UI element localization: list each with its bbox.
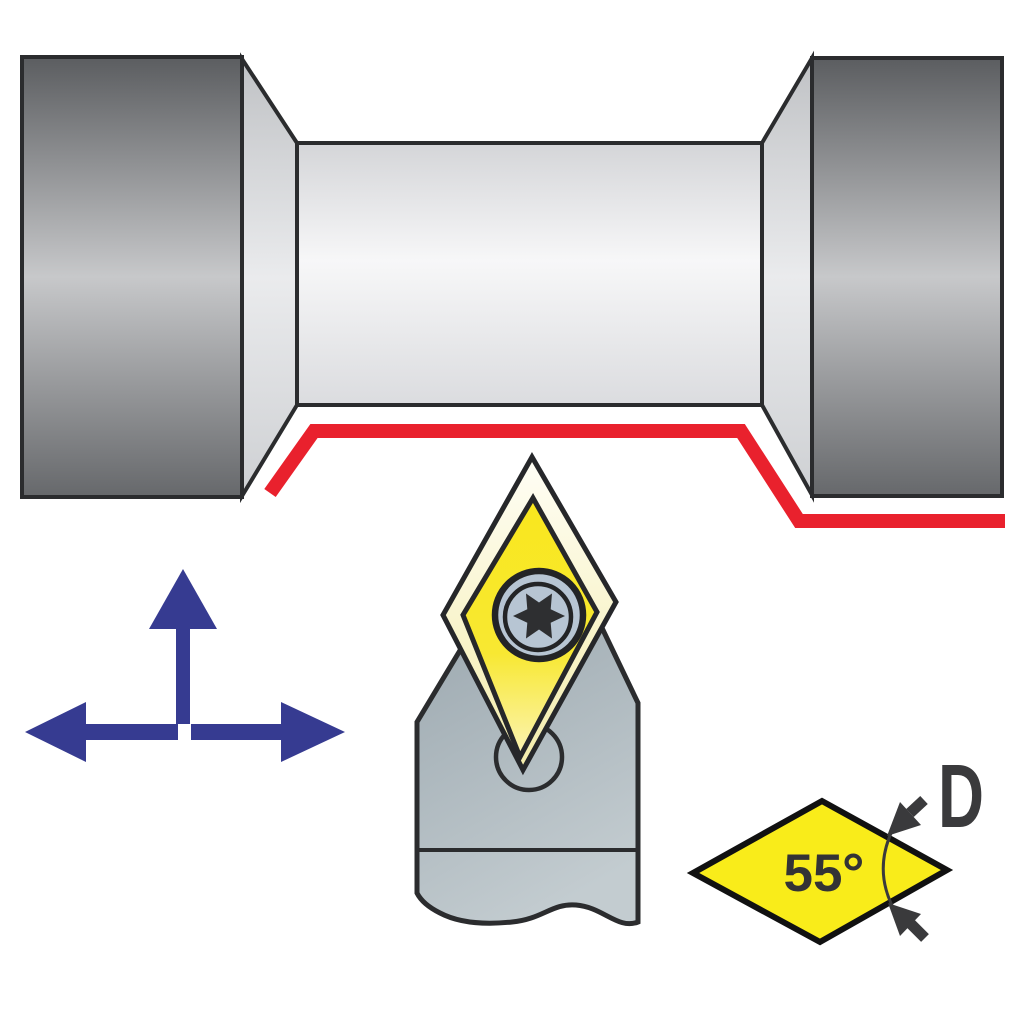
- angle-degree-symbol: °: [842, 841, 864, 904]
- workpiece-right-chamfer: [760, 50, 814, 503]
- workpiece-left-chamfer: [240, 52, 299, 504]
- feed-arrow-up-head: [149, 569, 217, 629]
- feed-arrow-right-head: [281, 702, 345, 762]
- angle-arrow-upper-tail: [906, 795, 928, 818]
- feed-arrow-shaft-right: [191, 724, 281, 740]
- annotation-diamond: [686, 797, 954, 946]
- angle-value-label: 55: [784, 844, 843, 903]
- angle-arrow-lower-tail: [907, 920, 929, 942]
- torx-screw-icon: [513, 593, 565, 639]
- angle-dimension-arrow-lower: [888, 903, 929, 942]
- angle-arrow-lower-head: [888, 903, 921, 936]
- feed-arrow-shaft-left: [86, 724, 178, 740]
- toolpath-line: [264, 424, 1005, 528]
- angle-dimension-arrow-upper: [887, 795, 928, 836]
- feed-arrow-up-shaft: [176, 627, 190, 724]
- cutting-insert: [440, 451, 619, 776]
- workpiece: [20, 50, 1004, 504]
- insert-screw-ring: [502, 581, 574, 653]
- insert-shape-code-label: D: [938, 747, 984, 847]
- insert-shape-annotation: 55 ° D: [686, 747, 984, 946]
- feed-direction-arrows-icon: [25, 569, 345, 762]
- angle-arrow-upper-head: [887, 802, 921, 836]
- feed-arrow-left-head: [25, 702, 86, 762]
- workpiece-right-flange: [810, 56, 1004, 498]
- workpiece-center-section: [295, 141, 764, 407]
- workpiece-left-flange: [20, 55, 244, 499]
